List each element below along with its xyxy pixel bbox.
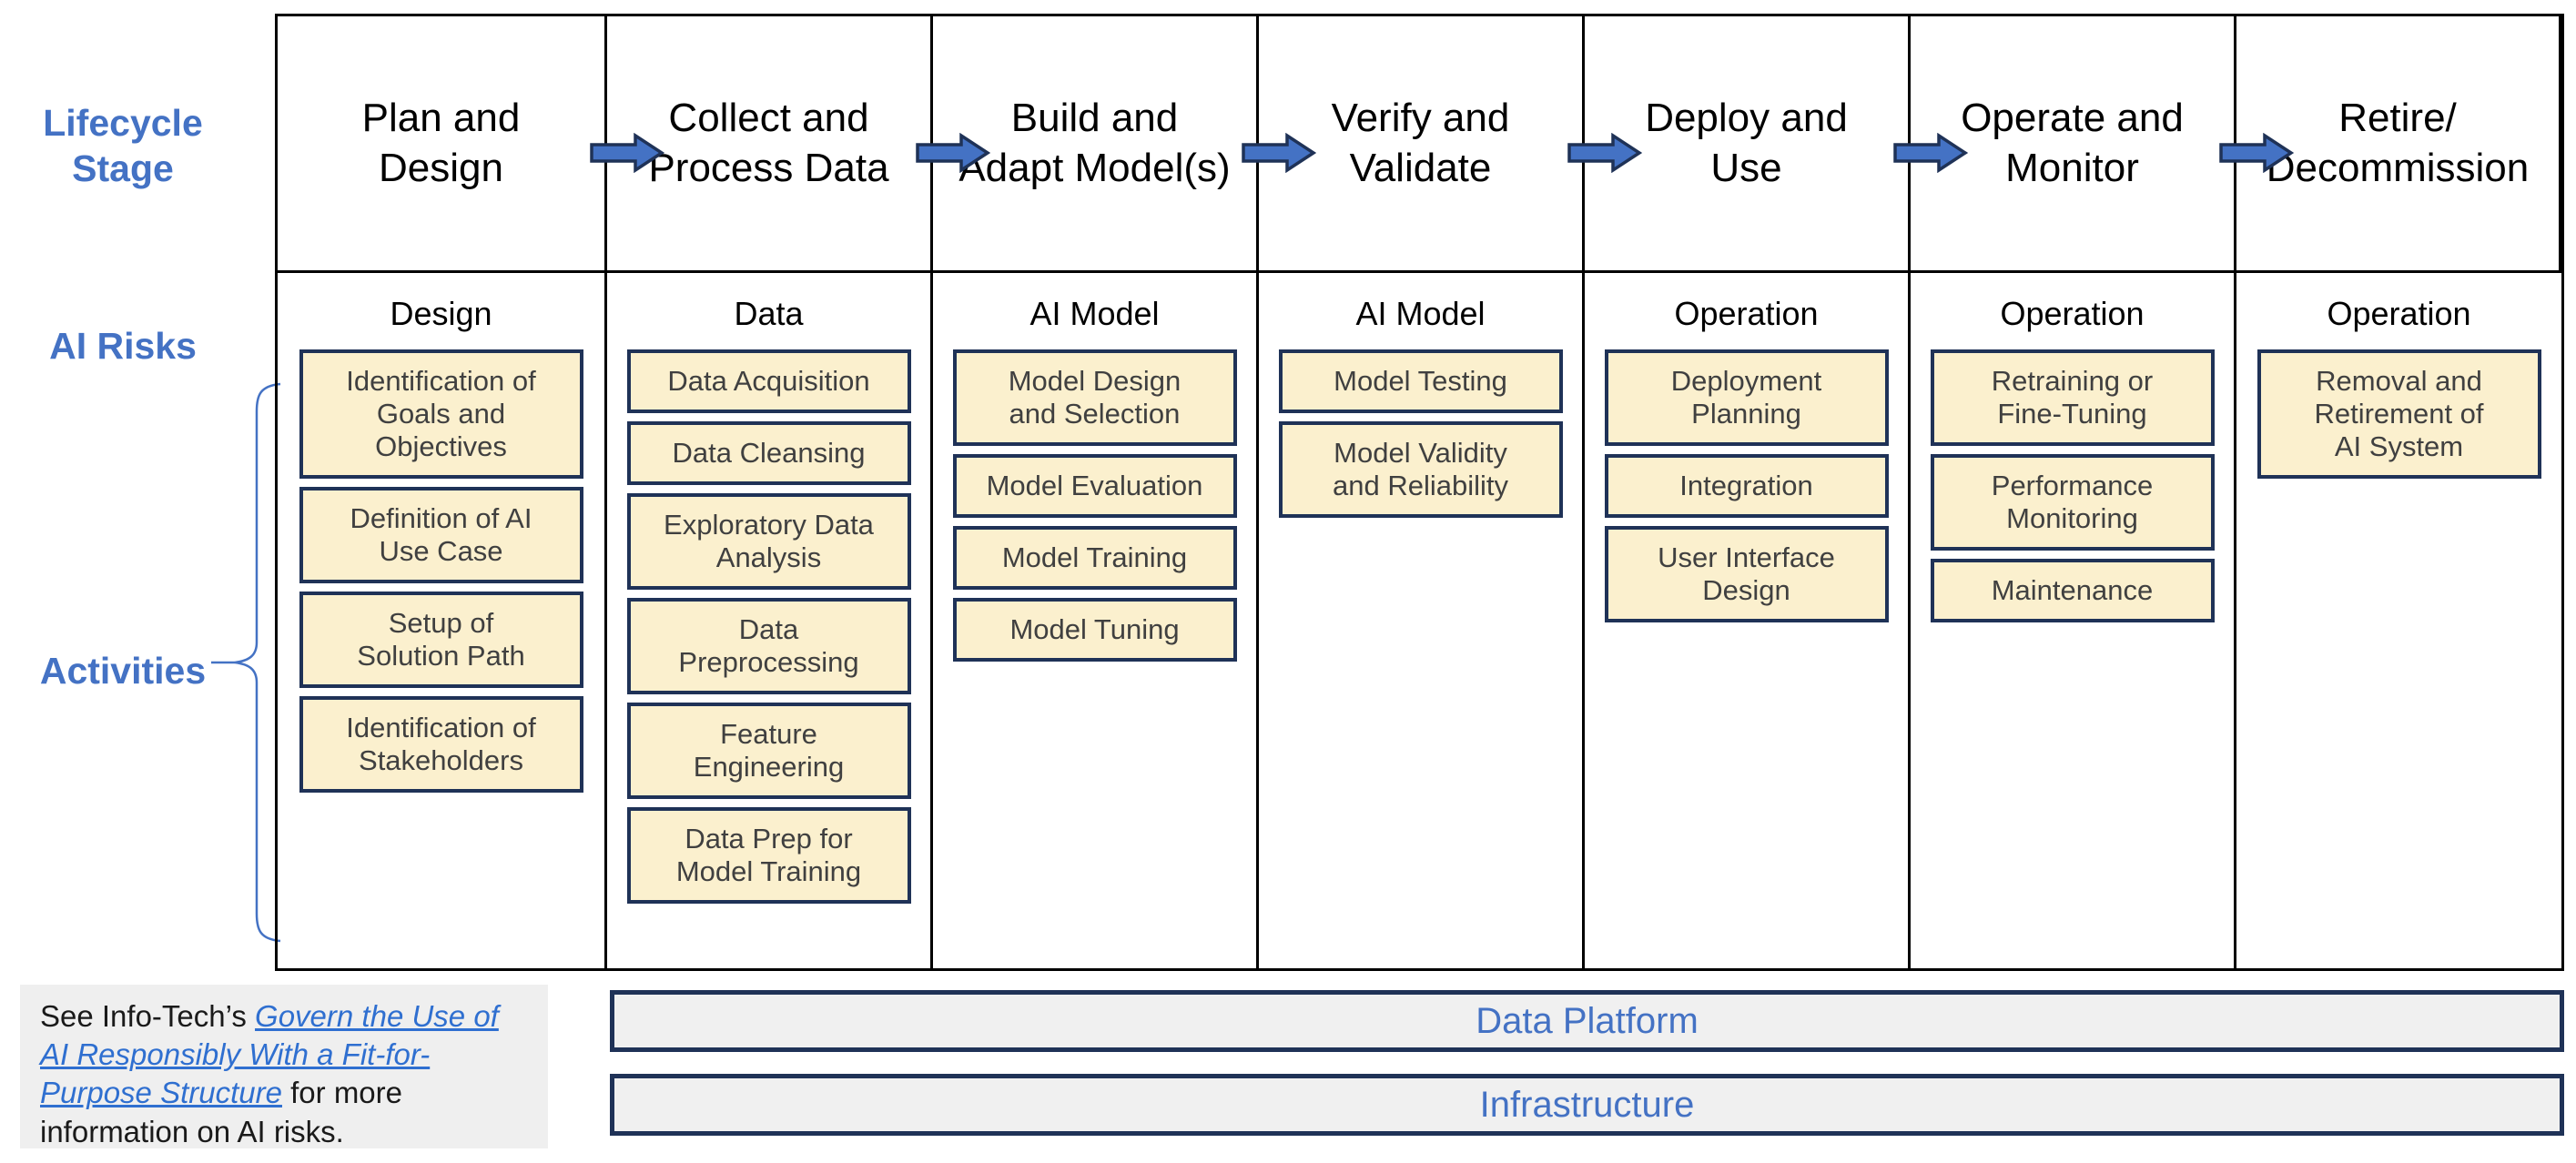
activity-box[interactable]: Identification of Stakeholders bbox=[299, 695, 583, 793]
activity-box[interactable]: Retraining or Fine-Tuning bbox=[1930, 349, 2215, 446]
activity-list: Retraining or Fine-Tuning Performance Mo… bbox=[1911, 349, 2234, 622]
risk-title: AI Model bbox=[1029, 295, 1160, 332]
row-label-ai-risks: AI Risks bbox=[49, 325, 197, 367]
stage-title: Verify and Validate bbox=[1331, 96, 1510, 190]
activity-list: Model Testing Model Validity and Reliabi… bbox=[1259, 349, 1582, 518]
risk-column-ai-model-verify: AI Model Model Testing Model Validity an… bbox=[1259, 273, 1585, 968]
activity-box[interactable]: Model Tuning bbox=[952, 597, 1237, 662]
activity-list: Removal and Retirement of AI System bbox=[2236, 349, 2561, 479]
risk-column-design: Design Identification of Goals and Objec… bbox=[278, 273, 607, 968]
risk-column-operation-deploy: Operation Deployment Planning Integratio… bbox=[1585, 273, 1911, 968]
footnote-lead-text: See Info-Tech’s bbox=[40, 999, 256, 1033]
activity-box[interactable]: Data Prep for Model Training bbox=[626, 806, 911, 904]
layer-bar-label: Infrastructure bbox=[1479, 1084, 1695, 1125]
activity-box[interactable]: Feature Engineering bbox=[626, 702, 911, 799]
activity-box[interactable]: Model Evaluation bbox=[952, 453, 1237, 518]
layer-bar-label: Data Platform bbox=[1476, 1000, 1699, 1041]
right-arrow-icon bbox=[1242, 133, 1316, 173]
activity-box[interactable]: Definition of AI Use Case bbox=[299, 486, 583, 583]
activity-box[interactable]: Deployment Planning bbox=[1604, 349, 1889, 446]
activity-list: Data Acquisition Data Cleansing Explorat… bbox=[607, 349, 930, 904]
risk-title: Operation bbox=[1674, 295, 1819, 332]
right-arrow-icon bbox=[1893, 133, 1968, 173]
lifecycle-stage-row: Plan and Design Collect and Process Data… bbox=[278, 16, 2561, 273]
stage-title: Deploy and Use bbox=[1645, 96, 1848, 190]
activity-box[interactable]: Exploratory Data Analysis bbox=[626, 492, 911, 590]
risk-title: Operation bbox=[2000, 295, 2145, 332]
right-arrow-icon bbox=[590, 133, 664, 173]
stage-title: Operate and Monitor bbox=[1961, 96, 2184, 190]
footnote-tail-text: for more information on AI risks. bbox=[40, 1076, 403, 1148]
activity-box[interactable]: Data Cleansing bbox=[626, 420, 911, 485]
stage-title: Retire/ Decommission bbox=[2266, 96, 2530, 190]
layer-bar-infrastructure[interactable]: Infrastructure bbox=[610, 1074, 2564, 1136]
risk-title: Data bbox=[734, 295, 804, 332]
risk-column-data: Data Data Acquisition Data Cleansing Exp… bbox=[607, 273, 933, 968]
row-label-activities: Activities bbox=[39, 650, 207, 692]
activity-box[interactable]: Setup of Solution Path bbox=[299, 591, 583, 688]
footnote-link[interactable]: Govern the Use of AI Responsibly With a … bbox=[40, 999, 499, 1110]
right-arrow-icon bbox=[1567, 133, 1642, 173]
risk-title: AI Model bbox=[1355, 295, 1486, 332]
ai-risks-activities-row: Design Identification of Goals and Objec… bbox=[278, 273, 2561, 968]
activity-box[interactable]: Model Design and Selection bbox=[952, 349, 1237, 446]
activities-brace-icon bbox=[211, 382, 281, 943]
stage-cell-collect-and-process-data[interactable]: Collect and Process Data bbox=[607, 16, 933, 270]
activity-list: Identification of Goals and Objectives D… bbox=[278, 349, 604, 793]
lifecycle-grid: Plan and Design Collect and Process Data… bbox=[275, 14, 2564, 971]
stage-cell-retire-decommission[interactable]: Retire/ Decommission bbox=[2236, 16, 2561, 270]
activity-box[interactable]: Removal and Retirement of AI System bbox=[2257, 349, 2541, 479]
row-label-lifecycle-stage: Lifecycle Stage bbox=[43, 102, 203, 190]
risk-title: Design bbox=[390, 295, 492, 332]
stage-title: Plan and Design bbox=[361, 96, 521, 190]
activity-box[interactable]: Model Testing bbox=[1278, 349, 1563, 413]
activity-list: Model Design and Selection Model Evaluat… bbox=[933, 349, 1256, 662]
activity-box[interactable]: Data Acquisition bbox=[626, 349, 911, 413]
right-arrow-icon bbox=[2219, 133, 2294, 173]
stage-title: Collect and Process Data bbox=[648, 96, 889, 190]
risk-column-ai-model-build: AI Model Model Design and Selection Mode… bbox=[933, 273, 1259, 968]
activity-box[interactable]: Maintenance bbox=[1930, 558, 2215, 622]
stage-cell-plan-and-design[interactable]: Plan and Design bbox=[278, 16, 607, 270]
activity-box[interactable]: Identification of Goals and Objectives bbox=[299, 349, 583, 479]
right-arrow-icon bbox=[916, 133, 990, 173]
footnote-callout: See Info-Tech’s Govern the Use of AI Res… bbox=[20, 985, 548, 1148]
risk-title: Operation bbox=[2327, 295, 2471, 332]
activity-box[interactable]: Integration bbox=[1604, 453, 1889, 518]
stage-cell-verify-and-validate[interactable]: Verify and Validate bbox=[1259, 16, 1585, 270]
activity-box[interactable]: Performance Monitoring bbox=[1930, 453, 2215, 551]
activity-box[interactable]: User Interface Design bbox=[1604, 525, 1889, 622]
risk-column-operation-monitor: Operation Retraining or Fine-Tuning Perf… bbox=[1911, 273, 2236, 968]
layer-bar-data-platform[interactable]: Data Platform bbox=[610, 990, 2564, 1052]
activity-list: Deployment Planning Integration User Int… bbox=[1585, 349, 1908, 622]
activity-box[interactable]: Model Training bbox=[952, 525, 1237, 590]
activity-box[interactable]: Data Preprocessing bbox=[626, 597, 911, 694]
activity-box[interactable]: Model Validity and Reliability bbox=[1278, 420, 1563, 518]
risk-column-operation-retire: Operation Removal and Retirement of AI S… bbox=[2236, 273, 2561, 968]
